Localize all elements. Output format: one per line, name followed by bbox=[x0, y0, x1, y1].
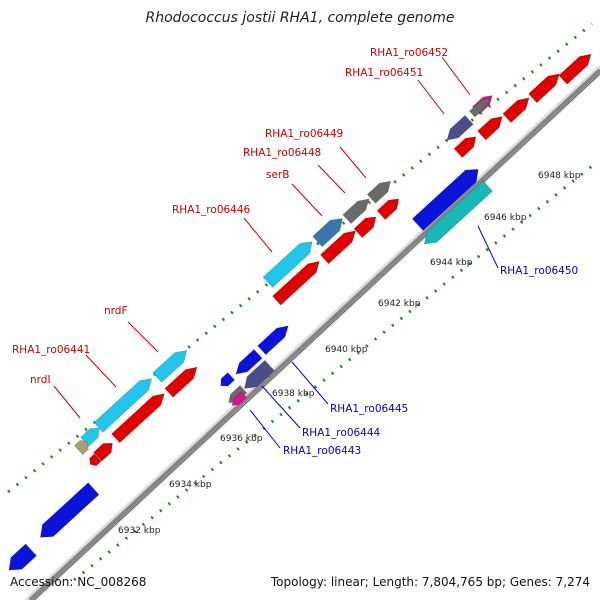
forward-gene-arrow[interactable] bbox=[502, 93, 533, 123]
forward-strand-genes bbox=[74, 50, 595, 468]
leader-line bbox=[291, 183, 323, 217]
gene-label[interactable]: nrdI bbox=[30, 374, 51, 386]
gene-label[interactable]: RHA1_ro06450 bbox=[500, 265, 578, 277]
forward-gene-arrow[interactable] bbox=[353, 212, 380, 238]
forward-gene-arrow[interactable] bbox=[528, 69, 564, 104]
forward-gene-arrow[interactable] bbox=[366, 177, 394, 204]
forward-gene-arrow[interactable] bbox=[93, 439, 117, 462]
accession-text: Accession: NC_008268 bbox=[10, 575, 146, 589]
forward-gene-arrow[interactable] bbox=[342, 194, 373, 224]
tick-label: 6942 kbp bbox=[378, 299, 421, 309]
leader-line bbox=[243, 217, 273, 253]
tick-label: 6948 kbp bbox=[538, 171, 581, 181]
leader-line bbox=[417, 79, 445, 115]
gene-label[interactable]: RHA1_ro06446 bbox=[172, 204, 251, 216]
reverse-gene-arrow[interactable] bbox=[420, 180, 493, 249]
leader-line bbox=[441, 56, 471, 96]
gene-label[interactable]: serB bbox=[266, 169, 289, 181]
gene-label[interactable]: RHA1_ro06445 bbox=[330, 403, 408, 415]
forward-gene-arrow[interactable] bbox=[74, 438, 92, 455]
topology-text: Topology: linear; Length: 7,804,765 bp; … bbox=[270, 575, 590, 589]
tick-label: 6946 kbp bbox=[484, 213, 527, 223]
label-leader-lines bbox=[53, 56, 499, 449]
gene-label[interactable]: RHA1_ro06449 bbox=[265, 128, 343, 140]
forward-gene-arrow[interactable] bbox=[87, 453, 102, 468]
tick-label: 6944 kbp bbox=[430, 258, 473, 268]
leader-line bbox=[317, 164, 346, 194]
tick-label: 6934 kbp bbox=[169, 480, 212, 490]
reverse-gene-arrow[interactable] bbox=[217, 372, 235, 390]
reverse-gene-arrow[interactable] bbox=[4, 543, 37, 576]
gene-label[interactable]: RHA1_ro06441 bbox=[12, 344, 90, 356]
leader-line bbox=[53, 385, 81, 419]
forward-gene-arrow[interactable] bbox=[164, 363, 201, 398]
forward-gene-arrow[interactable] bbox=[262, 237, 317, 288]
tick-label: 6938 kbp bbox=[272, 389, 315, 399]
forward-gene-arrow[interactable] bbox=[320, 226, 359, 265]
forward-gene-arrow[interactable] bbox=[111, 389, 169, 444]
reverse-gene-arrow[interactable] bbox=[232, 349, 263, 378]
leader-line bbox=[249, 409, 281, 449]
tick-label: 6940 kbp bbox=[325, 345, 368, 355]
leader-line bbox=[85, 354, 117, 388]
forward-gene-arrow[interactable] bbox=[443, 115, 474, 144]
forward-gene-arrow[interactable] bbox=[93, 374, 156, 433]
forward-gene-arrow[interactable] bbox=[469, 95, 492, 118]
reverse-gene-arrow[interactable] bbox=[240, 359, 275, 393]
leader-line bbox=[291, 361, 329, 405]
reverse-gene-arrow[interactable] bbox=[229, 391, 248, 409]
reverse-gene-arrow[interactable] bbox=[411, 163, 483, 232]
reverse-gene-arrow[interactable] bbox=[257, 321, 293, 356]
forward-gene-arrow[interactable] bbox=[152, 346, 191, 383]
gene-label[interactable]: nrdF bbox=[104, 305, 128, 317]
gene-label[interactable]: RHA1_ro06448 bbox=[243, 147, 321, 159]
forward-gene-arrow[interactable] bbox=[272, 257, 324, 306]
gene-label[interactable]: RHA1_ro06444 bbox=[302, 427, 381, 439]
forward-gene-arrow[interactable] bbox=[453, 132, 480, 158]
lower-dotted-axis bbox=[73, 164, 593, 582]
genome-title: Rhodococcus jostii RHA1, complete genome bbox=[145, 10, 454, 26]
reverse-gene-arrow[interactable] bbox=[35, 482, 100, 543]
leader-line bbox=[477, 225, 499, 269]
gene-label[interactable]: RHA1_ro06443 bbox=[283, 445, 361, 457]
gene-label[interactable]: RHA1_ro06451 bbox=[345, 67, 423, 79]
leader-line bbox=[339, 146, 367, 179]
forward-gene-arrow[interactable] bbox=[477, 112, 507, 141]
tick-label: 6932 kbp bbox=[118, 526, 161, 536]
tick-label: 6936 kbp bbox=[220, 434, 263, 444]
leader-line bbox=[127, 321, 159, 353]
gene-label[interactable]: RHA1_ro06452 bbox=[370, 47, 448, 59]
leader-line bbox=[261, 385, 301, 429]
genome-track bbox=[25, 65, 600, 600]
reverse-strand-genes bbox=[4, 163, 493, 576]
forward-gene-arrow[interactable] bbox=[312, 213, 348, 248]
forward-gene-arrow[interactable] bbox=[376, 194, 403, 220]
forward-gene-arrow[interactable] bbox=[558, 50, 595, 85]
